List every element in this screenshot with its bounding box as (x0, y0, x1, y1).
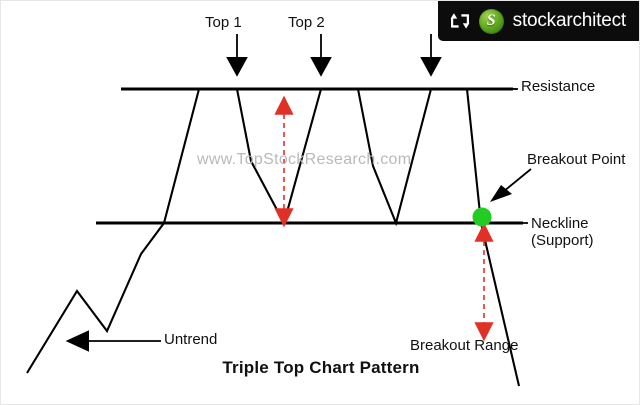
brand-name: stockarchitect (512, 10, 627, 31)
label-neckline: Neckline (531, 215, 589, 232)
label-neckline-support: (Support) (531, 232, 594, 249)
label-top2: Top 2 (288, 14, 325, 31)
chart-title: Triple Top Chart Pattern (222, 358, 420, 377)
label-breakout-range: Breakout Range (410, 337, 519, 354)
label-uptrend: Untrend (164, 331, 218, 348)
brand-badge: S stockarchitect (437, 1, 639, 41)
logo-glyph: S (486, 12, 496, 29)
stockarchitect-logo-icon: S (478, 8, 504, 34)
breakout-point-dot (472, 207, 492, 227)
label-top1: Top 1 (205, 14, 242, 31)
label-breakout-point: Breakout Point (527, 151, 626, 168)
breakout-point-leader-arrow (490, 168, 532, 202)
repost-icon (450, 13, 470, 29)
label-resistance: Resistance (521, 78, 596, 95)
